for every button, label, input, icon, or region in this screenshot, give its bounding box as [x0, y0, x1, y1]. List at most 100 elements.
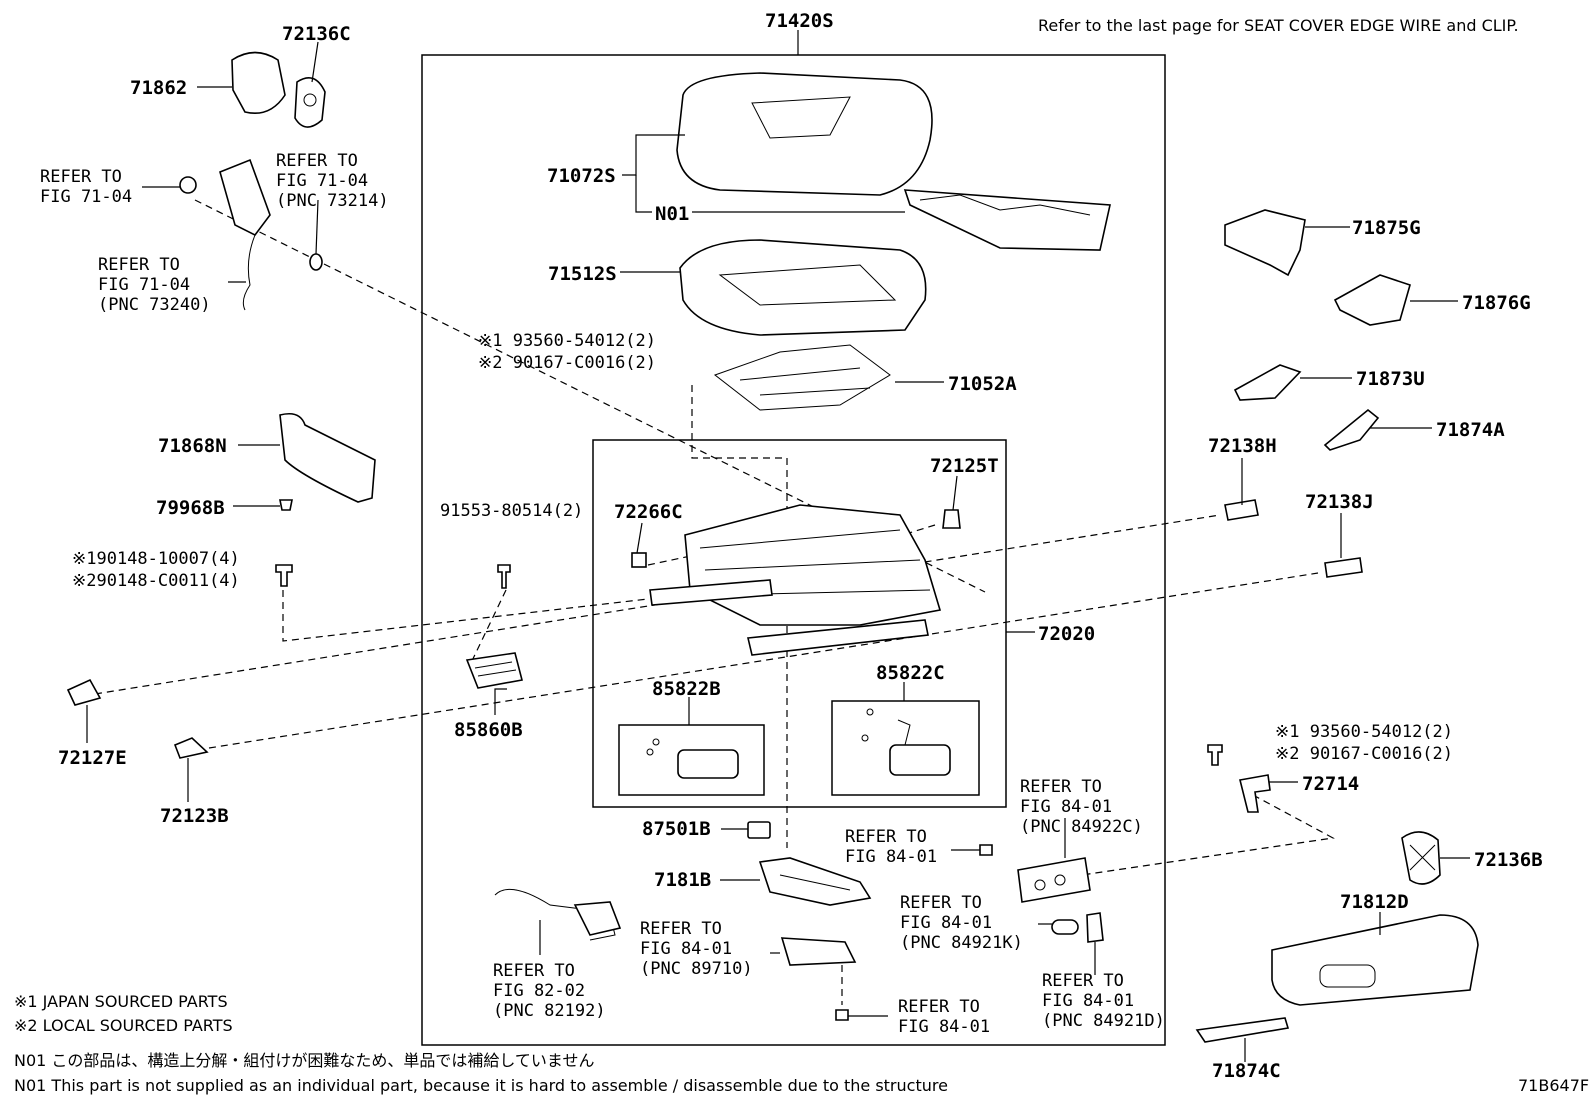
cover-71874c — [1195, 1017, 1290, 1043]
cover-71873u — [1233, 364, 1302, 401]
note-n01-english: N01 This part is not supplied as an indi… — [14, 1076, 948, 1095]
part-label-85822b: 85822B — [652, 678, 721, 700]
clip-refer-71-04 — [179, 176, 197, 194]
header-note: Refer to the last page for SEAT COVER ED… — [1038, 16, 1519, 35]
bolt-left-1: ※190148-10007(4) — [72, 549, 240, 569]
cover-72136c — [294, 76, 326, 128]
bolt-right — [1207, 744, 1223, 766]
part-label-85822c: 85822C — [876, 662, 945, 684]
part-label-71812d: 71812D — [1340, 891, 1409, 913]
bolt-ecu — [835, 1009, 849, 1021]
bolt-91553 — [497, 564, 511, 589]
frame-7181b — [758, 857, 872, 906]
cover-71862 — [231, 51, 286, 114]
clip-72266c — [631, 552, 647, 568]
motor-85822b-frame — [618, 724, 765, 796]
legend-japan-sourced: ※1 JAPAN SOURCED PARTS — [14, 992, 228, 1011]
bolt-left-2: ※290148-C0011(4) — [72, 571, 240, 591]
seat-track-frame — [592, 439, 1007, 808]
bracket-72714 — [1239, 774, 1271, 813]
washer-73214 — [309, 253, 323, 271]
switch-84922c — [1017, 857, 1091, 903]
part-label-72266c: 72266C — [614, 501, 683, 523]
part-label-72123b: 72123B — [160, 805, 229, 827]
motor-85822b — [646, 738, 739, 779]
part-label-71874a: 71874A — [1436, 419, 1505, 441]
side-shield-71812d — [1271, 914, 1479, 1006]
part-label-85860b: 85860B — [454, 719, 523, 741]
bolt-84-01 — [979, 844, 993, 856]
part-label-71873u: 71873U — [1356, 368, 1425, 390]
part-label-72714: 72714 — [1302, 773, 1359, 795]
part-label-79968b: 79968B — [156, 497, 225, 519]
cover-71874a — [1323, 408, 1380, 451]
cover-71876g — [1333, 274, 1411, 326]
cover-pad-n01 — [903, 189, 1111, 251]
part-label-91553: 91553-80514(2) — [440, 501, 583, 521]
bolt-callouts: ※1 93560-54012(2) ※2 90167-C0016(2) ※190… — [72, 331, 1453, 764]
part-label-87501b: 87501B — [642, 818, 711, 840]
bolt-right-2: ※2 90167-C0016(2) — [1275, 744, 1453, 764]
motor-85822c — [861, 708, 951, 776]
figure-code: 71B647F — [1518, 1076, 1589, 1095]
part-label-72125t: 72125T — [930, 455, 999, 477]
knob-84921d — [1086, 912, 1104, 943]
cushion-wire-frame — [713, 344, 891, 411]
part-label-71862: 71862 — [130, 77, 187, 99]
part-label-71874c: 71874C — [1212, 1060, 1281, 1082]
part-label-71868n: 71868N — [158, 435, 227, 457]
seat-cushion-pad — [679, 239, 927, 336]
cover-71875g — [1224, 209, 1306, 277]
part-label-71420s: 71420S — [765, 10, 834, 32]
bolt-left — [275, 564, 293, 587]
seat-track-assembly — [649, 504, 942, 656]
seat-cushion-cover — [676, 72, 933, 196]
part-label-72136b: 72136B — [1474, 849, 1543, 871]
knob-84921k — [1051, 919, 1079, 935]
speaker-cover-72136b — [1401, 831, 1441, 885]
clip-72125t — [942, 509, 961, 529]
bolt-top-1: ※1 93560-54012(2) — [478, 331, 656, 351]
motor-85822c-frame — [831, 700, 980, 796]
part-label-72138h: 72138H — [1208, 435, 1277, 457]
legend-local-sourced: ※2 LOCAL SOURCED PARTS — [14, 1016, 233, 1035]
part-label-71052a: 71052A — [948, 373, 1017, 395]
part-label-72138j: 72138J — [1305, 491, 1374, 513]
part-label-71876g: 71876G — [1462, 292, 1531, 314]
cover-71868n — [279, 412, 376, 503]
note-n01-japanese: N01 この部品は、構造上分解・組付けが困難なため、単品では補給していません — [14, 1051, 594, 1070]
part-label-72020: 72020 — [1038, 623, 1095, 645]
lumbar-switch-85860b — [465, 652, 523, 689]
part-label-7181b: 7181B — [654, 869, 711, 891]
legend: ※1 JAPAN SOURCED PARTS ※2 LOCAL SOURCED … — [14, 992, 948, 1095]
leader-lines — [86, 30, 1470, 1062]
part-label-n01: N01 — [655, 203, 689, 225]
bolt-right-1: ※1 93560-54012(2) — [1275, 722, 1453, 742]
part-87501b — [747, 821, 771, 839]
seat-assembly-frame — [421, 54, 1166, 1046]
part-label-72136c: 72136C — [282, 23, 351, 45]
harness-82192 — [494, 888, 622, 941]
cover-72127e — [66, 678, 102, 706]
part-label-71875g: 71875G — [1352, 217, 1421, 239]
bolt-top-2: ※2 90167-C0016(2) — [478, 353, 656, 373]
part-label-71512s: 71512S — [548, 263, 617, 285]
part-label-71072s: 71072S — [547, 165, 616, 187]
seat-belt-buckle — [219, 158, 271, 311]
screw-79968b — [279, 499, 293, 511]
part-labels: 71420S 72136C 71862 71072S N01 71512S 71… — [58, 10, 1543, 1082]
cover-72123b — [173, 737, 209, 759]
ecu-89710 — [780, 937, 857, 966]
part-label-72127e: 72127E — [58, 747, 127, 769]
